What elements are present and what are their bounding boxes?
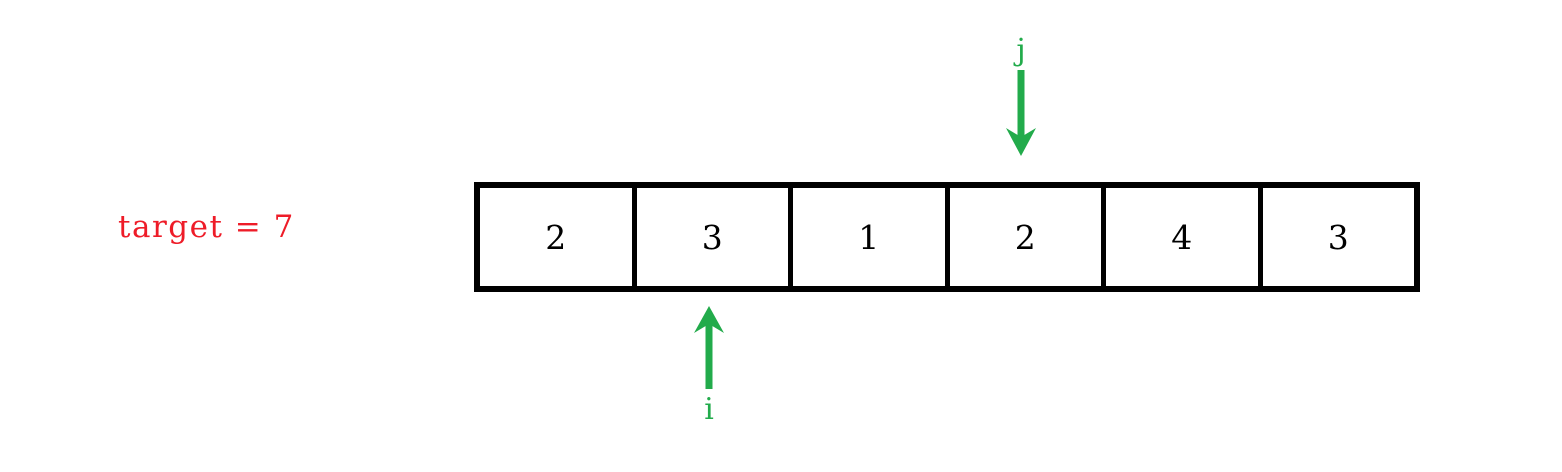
arrow-down-icon [1006,70,1036,156]
array-cell-5[interactable]: 3 [1262,188,1414,286]
pointer-i-label: i [704,392,714,427]
pointer-i: i [649,305,769,427]
array-cell-value: 2 [545,217,567,257]
array-cell-value: 3 [701,217,723,257]
array-cell-value: 4 [1171,217,1193,257]
pointer-j: j [961,34,1081,158]
array-cell-4[interactable]: 4 [1106,188,1263,286]
array-cell-0[interactable]: 2 [480,188,637,286]
array-container: 2 3 1 2 4 3 [474,182,1420,292]
array-cell-1[interactable]: 3 [636,188,793,286]
array-cell-value: 1 [858,217,880,257]
array-cell-value: 2 [1014,217,1036,257]
array-cell-2[interactable]: 1 [793,188,950,286]
target-label: target = 7 [118,209,295,245]
array-cell-3[interactable]: 2 [949,188,1106,286]
arrow-up-icon [694,306,724,389]
array-cell-value: 3 [1327,217,1349,257]
pointer-j-label: j [1016,33,1026,68]
